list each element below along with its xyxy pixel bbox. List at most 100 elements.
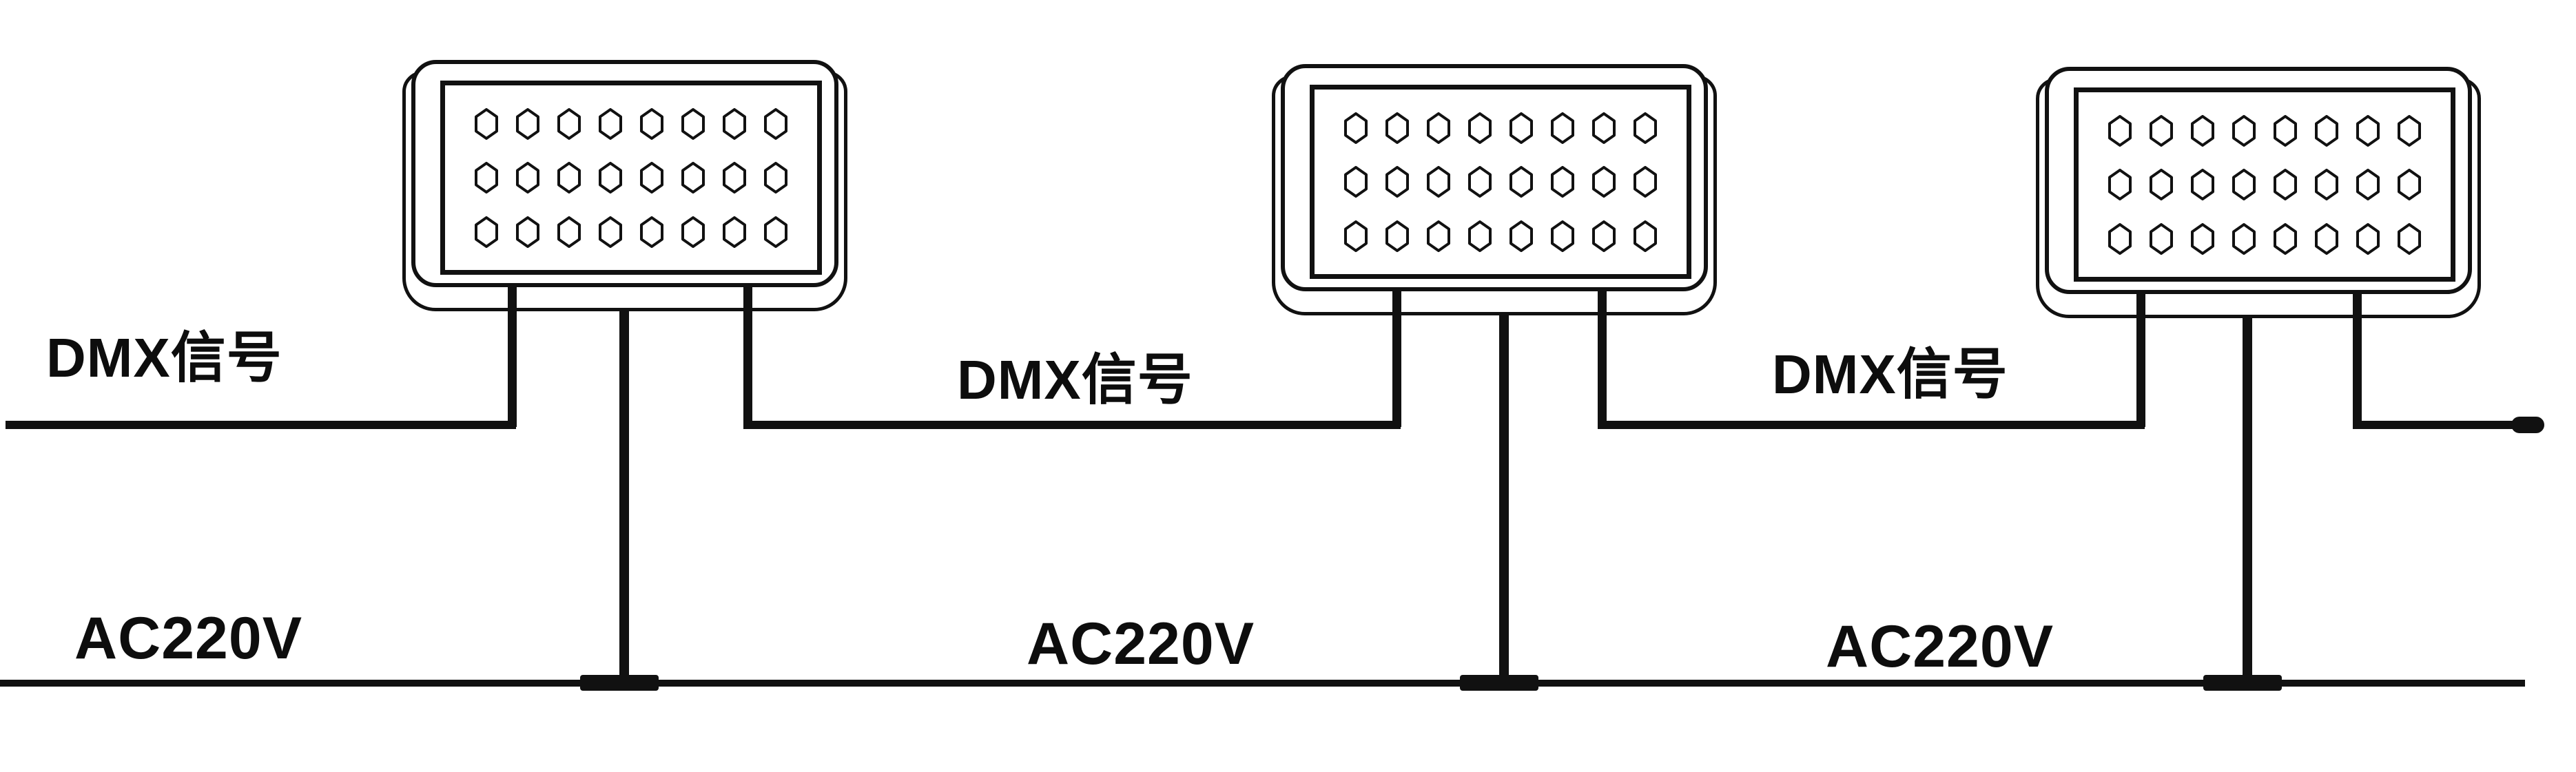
led-hexagon [2191, 222, 2214, 255]
led-hexagon [2191, 169, 2214, 200]
led-hexagon [764, 216, 787, 248]
led-hexagon [2274, 222, 2297, 255]
led-hexagon [599, 162, 622, 194]
led-hexagon [1468, 166, 1492, 198]
led-hexagon [2356, 222, 2380, 255]
led-hexagon [1509, 166, 1533, 198]
led-hexagon [1592, 112, 1616, 144]
dmx-signal-wire-segment-2 [743, 421, 1401, 429]
led-hexagon [1385, 220, 1409, 252]
ac220v-label-3: AC220V [1826, 614, 2054, 680]
led-hexagon [516, 162, 539, 194]
led-hexagon [2356, 114, 2380, 147]
led-hexagon [557, 216, 581, 248]
led-hexagon [681, 107, 705, 140]
led-hexagon [1634, 166, 1657, 198]
ac220v-label-2: AC220V [1027, 611, 1255, 677]
led-row [445, 216, 817, 248]
led-hexagon [1634, 220, 1657, 252]
led-hexagon [1551, 220, 1574, 252]
led-hexagon [1344, 112, 1368, 144]
led-hexagon [1385, 166, 1409, 198]
dmx-out-wire [2353, 292, 2362, 427]
ac-junction-connector-1 [580, 675, 659, 691]
led-hexagon [1344, 166, 1368, 198]
led-hexagon [1592, 220, 1616, 252]
led-panel [440, 81, 822, 275]
led-row [1315, 112, 1687, 144]
led-hexagon [2315, 222, 2338, 255]
led-hexagon [1468, 112, 1492, 144]
led-row [445, 107, 817, 140]
led-hexagon [723, 216, 746, 248]
ac220v-label-1: AC220V [74, 605, 303, 671]
ac-junction-connector-3 [2203, 675, 2282, 691]
led-hexagon [681, 216, 705, 248]
led-hexagon [640, 162, 663, 194]
led-flood-light-1 [402, 60, 847, 685]
led-hexagon [2232, 114, 2256, 147]
ac-drop-wire [619, 285, 629, 685]
led-hexagon [475, 107, 498, 140]
dmx-signal-label-3: DMX信号 [1772, 344, 2008, 405]
led-hexagon [2232, 169, 2256, 200]
led-hexagon [1551, 112, 1574, 144]
fixture-head [2045, 67, 2472, 294]
led-hexagon [764, 162, 787, 194]
led-hexagon [1385, 112, 1409, 144]
led-hexagon [2150, 222, 2173, 255]
led-hexagon [599, 107, 622, 140]
dmx-signal-wire-segment-1 [6, 421, 516, 429]
led-hexagon [2191, 114, 2214, 147]
dmx-out-wire [1598, 289, 1607, 427]
led-row [445, 162, 817, 194]
led-hexagon [2150, 114, 2173, 147]
led-hexagon [516, 216, 539, 248]
led-hexagon [2274, 169, 2297, 200]
dmx-signal-label-2: DMX信号 [957, 349, 1193, 410]
dmx-in-wire [508, 285, 517, 427]
led-row [1315, 166, 1687, 198]
led-hexagon [1509, 112, 1533, 144]
led-hexagon [723, 162, 746, 194]
dmx-output-connector [2511, 417, 2544, 433]
dmx-in-wire [2136, 292, 2145, 427]
led-hexagon [681, 162, 705, 194]
led-hexagon [2108, 114, 2132, 147]
ac-drop-wire [1499, 289, 1509, 685]
dmx-signal-label-1: DMX信号 [46, 327, 282, 388]
led-hexagon [764, 107, 787, 140]
led-hexagon [2398, 222, 2421, 255]
led-flood-light-2 [1272, 64, 1717, 685]
led-hexagon [1468, 220, 1492, 252]
fixture-head [1281, 64, 1708, 291]
led-hexagon [2398, 169, 2421, 200]
led-hexagon [2232, 222, 2256, 255]
led-hexagon [1344, 220, 1368, 252]
led-hexagon [723, 107, 746, 140]
led-hexagon [1427, 166, 1450, 198]
ac220v-power-bus-wire [0, 680, 2525, 687]
led-hexagon [640, 216, 663, 248]
led-hexagon [2315, 169, 2338, 200]
ac-junction-connector-2 [1460, 675, 1538, 691]
led-panel [2074, 87, 2455, 282]
ac-drop-wire [2243, 292, 2252, 685]
dmx-in-wire [1392, 289, 1401, 427]
led-hexagon [599, 216, 622, 248]
led-hexagon [1509, 220, 1533, 252]
led-hexagon [1427, 112, 1450, 144]
led-hexagon [2108, 169, 2132, 200]
led-flood-light-3 [2036, 67, 2481, 685]
led-hexagon [2108, 222, 2132, 255]
led-row [2079, 222, 2451, 255]
fixture-head [411, 60, 838, 287]
led-panel [1310, 85, 1691, 279]
led-hexagon [1427, 220, 1450, 252]
led-hexagon [557, 107, 581, 140]
led-hexagon [1551, 166, 1574, 198]
led-row [2079, 114, 2451, 147]
led-hexagon [1634, 112, 1657, 144]
led-hexagon [475, 216, 498, 248]
